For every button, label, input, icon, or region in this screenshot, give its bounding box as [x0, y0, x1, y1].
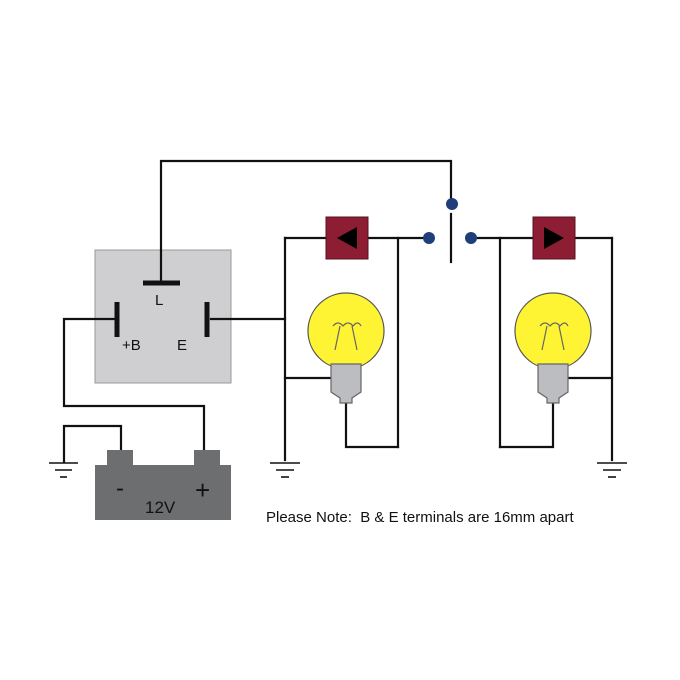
terminal-spacing-note: Please Note: B & E terminals are 16mm ap… [266, 509, 574, 526]
wire-b-to-battery [62, 317, 206, 454]
left-arrow-icon [337, 227, 357, 249]
ground-symbol-icon [597, 462, 627, 478]
wiring [62, 159, 614, 464]
battery-positive-label: + [195, 475, 210, 505]
left-bulb [307, 292, 385, 404]
relay-label-l: L [155, 292, 163, 309]
flasher-relay: L +B E [94, 249, 232, 384]
battery-voltage-label: 12V [145, 498, 176, 517]
battery-positive-post [194, 450, 220, 468]
battery-negative-label: - [116, 475, 124, 502]
switch-contact-right [465, 232, 477, 244]
switch-contact-top [446, 198, 458, 210]
left-indicator [325, 216, 369, 260]
ground-symbol-icon [49, 462, 78, 478]
right-indicator [532, 216, 576, 260]
turn-signal-switch [423, 198, 477, 244]
right-bulb [514, 292, 592, 404]
wire-battery-to-ground [62, 424, 123, 464]
wire-l-to-switch [159, 159, 453, 282]
light-bulb-icon [307, 292, 385, 404]
relay-label-b: +B [122, 337, 141, 354]
wire-left-bulb-bottom [344, 400, 400, 449]
relay-label-e: E [177, 337, 187, 354]
light-bulb-icon [514, 292, 592, 404]
ground-symbol-icon [270, 462, 300, 478]
battery-negative-post [107, 450, 133, 468]
battery: - + 12V [95, 450, 231, 520]
right-arrow-icon [544, 227, 564, 249]
wire-right-bulb-bottom [498, 400, 555, 449]
switch-contact-left [423, 232, 435, 244]
battery-body [95, 465, 231, 520]
